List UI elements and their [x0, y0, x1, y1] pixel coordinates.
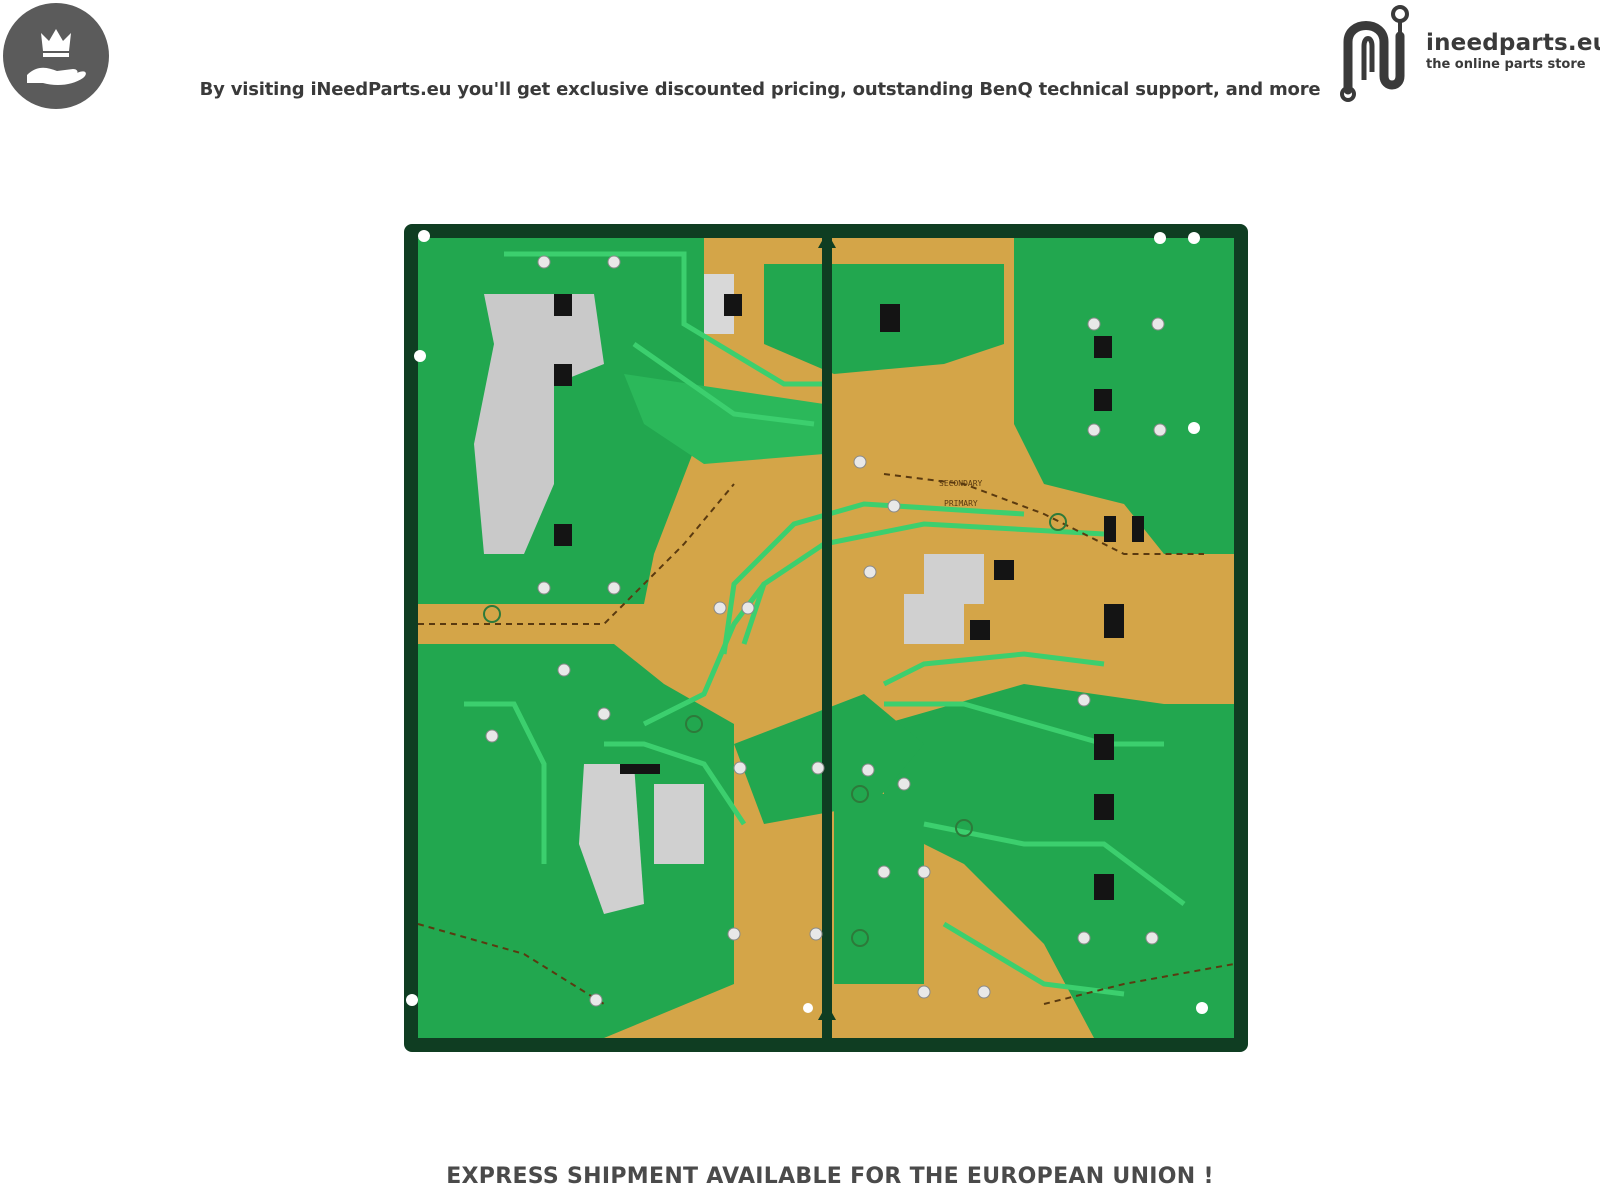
ineedparts-logo-icon — [1340, 5, 1409, 102]
product-image[interactable]: SECONDARY PRIMARY — [404, 224, 1248, 1052]
promo-tagline: By visiting iNeedParts.eu you'll get exc… — [199, 79, 1321, 100]
shipping-notice: EXPRESS SHIPMENT AVAILABLE FOR THE EUROP… — [446, 1164, 1214, 1189]
silkscreen-secondary: SECONDARY — [939, 479, 983, 488]
silkscreen-primary: PRIMARY — [944, 499, 978, 508]
brand-badge[interactable] — [3, 3, 109, 109]
pcb-board-image: SECONDARY PRIMARY — [404, 224, 1248, 1052]
logo-name: ineedparts.eu — [1426, 30, 1600, 56]
ineedparts-logo[interactable]: ineedparts.eu the online parts store — [1340, 2, 1600, 102]
crown-hand-icon — [27, 29, 86, 86]
logo-subtitle: the online parts store — [1426, 57, 1586, 72]
